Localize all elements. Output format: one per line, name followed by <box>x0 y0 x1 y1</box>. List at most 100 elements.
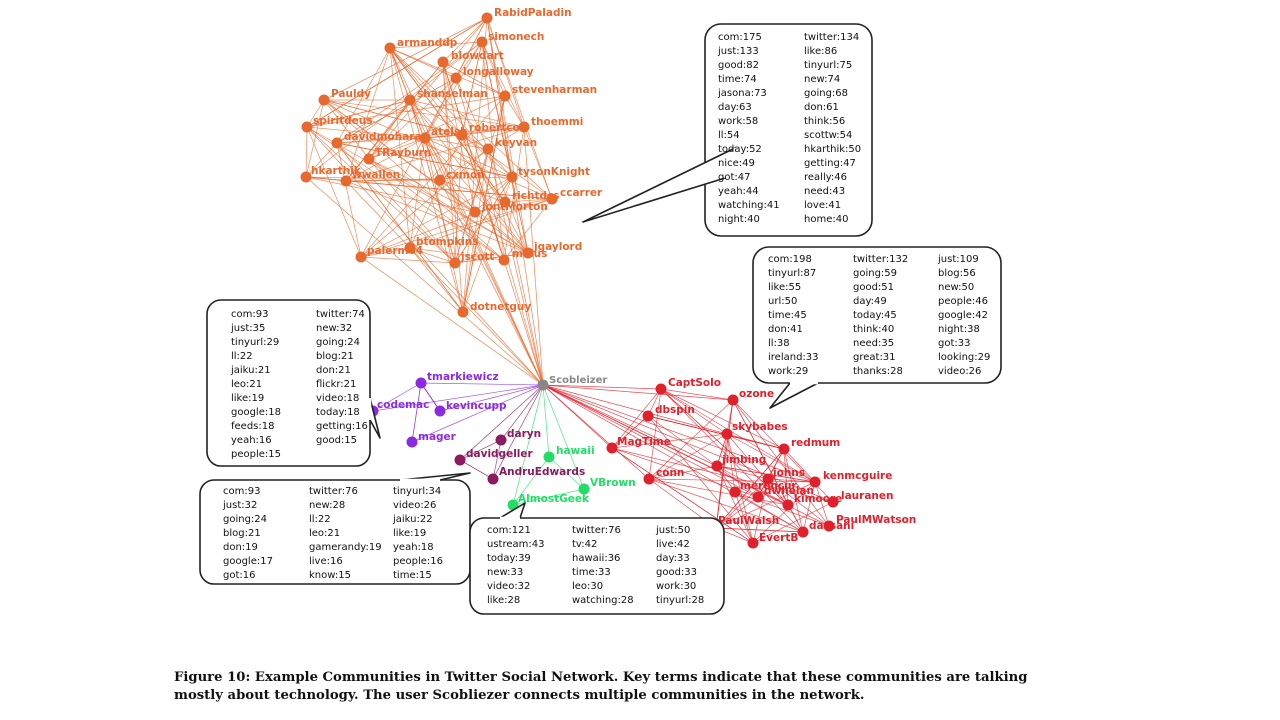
orange-edge <box>409 247 505 261</box>
key-term: day:33 <box>656 553 690 564</box>
orange-edge <box>368 158 456 264</box>
node-Scobleizer <box>537 379 549 391</box>
hub-edge <box>542 384 585 490</box>
node-simonech <box>476 36 488 48</box>
orange-edge <box>486 17 553 200</box>
key-term: yeah:16 <box>231 435 272 446</box>
key-term: twitter:76 <box>309 486 358 497</box>
node-label-keyvan: keyvan <box>495 137 537 149</box>
node-merencur <box>729 486 741 498</box>
node-label-hawaii: hawaii <box>556 445 595 457</box>
orange-edge <box>360 95 506 258</box>
node-label-kimoore: kimoore <box>794 493 842 505</box>
node-hawaii <box>543 451 555 463</box>
node-label-PaulMWatson: PaulMWatson <box>836 514 916 526</box>
key-term: tinyurl:28 <box>656 595 704 606</box>
node-label-RabidPaladin: RabidPaladin <box>494 7 572 19</box>
node-label-AndruEdwards: AndruEdwards <box>499 466 585 478</box>
hub-edge <box>389 47 544 386</box>
node-kimoore <box>782 499 794 511</box>
node-malus <box>498 254 510 266</box>
red-edge <box>726 433 736 493</box>
node-longalloway <box>450 72 462 84</box>
key-term: day:63 <box>718 102 752 113</box>
orange-edge <box>481 41 513 178</box>
key-term: scottw:54 <box>804 130 852 141</box>
hub-edge <box>411 384 544 443</box>
node-label-Scobleizer: Scobleizer <box>549 375 607 386</box>
hub-edge <box>542 384 830 527</box>
key-term: com:93 <box>231 309 268 320</box>
node-VBrown <box>578 483 590 495</box>
key-term: don:61 <box>804 102 839 113</box>
key-term: twitter:134 <box>804 32 859 43</box>
orange-edge <box>306 17 488 128</box>
orange-edge <box>336 142 464 313</box>
node-davidmoharan <box>331 137 343 149</box>
hub-edge <box>420 382 544 386</box>
orange-edge <box>336 142 362 258</box>
hub-edge <box>409 99 544 386</box>
orange-edge <box>461 134 553 200</box>
key-term: need:43 <box>804 186 845 197</box>
purple-edge <box>420 382 441 412</box>
orange-edge <box>306 126 529 254</box>
hub-edge <box>504 201 544 386</box>
key-term: people:16 <box>393 556 443 567</box>
red-edge <box>648 399 734 480</box>
node-label-redmum: redmum <box>791 437 840 449</box>
node-PaulMWatson <box>823 520 835 532</box>
node-label-spiritdeus: spiritdeus <box>313 115 373 127</box>
node-label-tysonKnight: tysonKnight <box>518 166 590 178</box>
bubble-red: com:198tinyurl:87like:55url:50time:45don… <box>752 246 1002 409</box>
node-label-wwallen: wwallen <box>352 169 400 181</box>
node-label-CaptSolo: CaptSolo <box>668 377 721 389</box>
red-edge <box>611 433 728 449</box>
hub-edge <box>542 384 662 390</box>
hub-edge <box>542 384 734 401</box>
purple-edge <box>411 382 422 443</box>
key-term: like:19 <box>393 528 426 539</box>
key-term: feeds:18 <box>231 421 274 432</box>
node-label-malus: malus <box>512 248 547 260</box>
orange-edge <box>368 137 426 160</box>
orange-edge <box>474 198 553 213</box>
node-richtdcs <box>499 196 511 208</box>
hub-edge <box>503 259 544 386</box>
orange-edge <box>389 47 513 178</box>
orange-edge <box>409 198 553 249</box>
key-term: ll:22 <box>309 514 331 525</box>
key-term: know:15 <box>309 570 351 581</box>
red-edge <box>783 448 804 533</box>
node-label-Pauldy: Pauldy <box>331 88 371 100</box>
red-edge <box>715 478 769 529</box>
red-edge <box>647 415 785 450</box>
node-label-kenmcguire: kenmcguire <box>823 470 892 482</box>
hub-edge <box>486 17 544 386</box>
key-term: today:52 <box>718 144 762 155</box>
key-term: video:26 <box>393 500 436 511</box>
key-term: jaiku:21 <box>230 365 271 376</box>
node-label-dwhelan: dwhelan <box>764 485 814 497</box>
key-term: going:24 <box>223 514 267 525</box>
key-term: good:33 <box>656 567 697 578</box>
node-label-daryn: daryn <box>507 428 541 440</box>
key-term: don:19 <box>223 542 258 553</box>
node-label-jontMorton: jontMorton <box>481 201 548 213</box>
orange-edge <box>409 99 529 254</box>
node-label-dassani: dassani <box>809 520 854 532</box>
key-term: yeah:44 <box>718 186 759 197</box>
key-term: ustream:43 <box>487 539 544 550</box>
node-jontMorton <box>469 206 481 218</box>
node-ccarrer <box>546 193 558 205</box>
hub-edge <box>492 384 544 480</box>
orange-edge <box>424 137 513 178</box>
key-term: nice:49 <box>718 158 755 169</box>
node-label-skybabes: skybabes <box>732 421 788 433</box>
orange-edge <box>389 47 441 181</box>
key-term: just:35 <box>230 323 265 334</box>
orange-edge <box>504 95 525 128</box>
orange-edge <box>424 137 489 150</box>
key-term: think:56 <box>804 116 845 127</box>
node-label-ozone: ozone <box>739 388 774 400</box>
